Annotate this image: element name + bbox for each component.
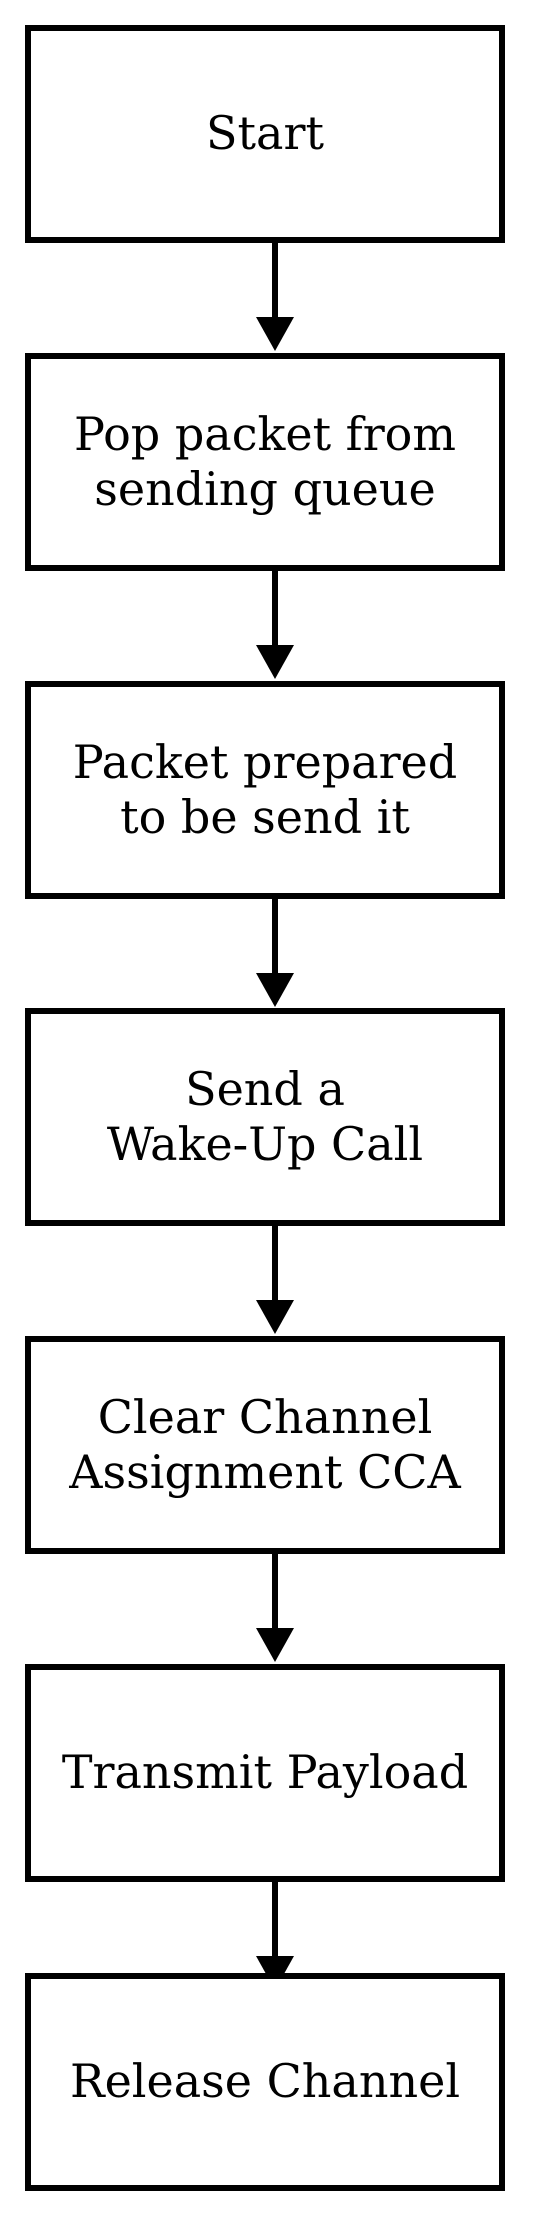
step-transmit-payload-label: Transmit Payload [61, 1745, 469, 1800]
step-packet-prepared: Packet prepared to be send it [25, 681, 505, 899]
step-release-channel: Release Channel [25, 1973, 505, 2191]
step-wake-up-call-label: Send a Wake-Up Call [106, 1061, 424, 1171]
arrow-pop-to-prepare [256, 571, 294, 679]
arrow-cca-to-transmit [256, 1554, 294, 1662]
arrow-wakeup-to-cca [256, 1226, 294, 1334]
step-pop-packet: Pop packet from sending queue [25, 353, 505, 571]
step-wake-up-call: Send a Wake-Up Call [25, 1008, 505, 1226]
step-start-label: Start [206, 106, 324, 161]
step-transmit-payload: Transmit Payload [25, 1664, 505, 1882]
arrow-start-to-pop [256, 243, 294, 351]
step-packet-prepared-label: Packet prepared to be send it [72, 734, 458, 844]
step-pop-packet-label: Pop packet from sending queue [73, 406, 456, 516]
step-release-channel-label: Release Channel [69, 2054, 461, 2109]
step-clear-channel: Clear Channel Assignment CCA [25, 1336, 505, 1554]
step-clear-channel-label: Clear Channel Assignment CCA [69, 1389, 461, 1499]
step-start: Start [25, 25, 505, 243]
arrow-prepare-to-wakeup [256, 899, 294, 1007]
